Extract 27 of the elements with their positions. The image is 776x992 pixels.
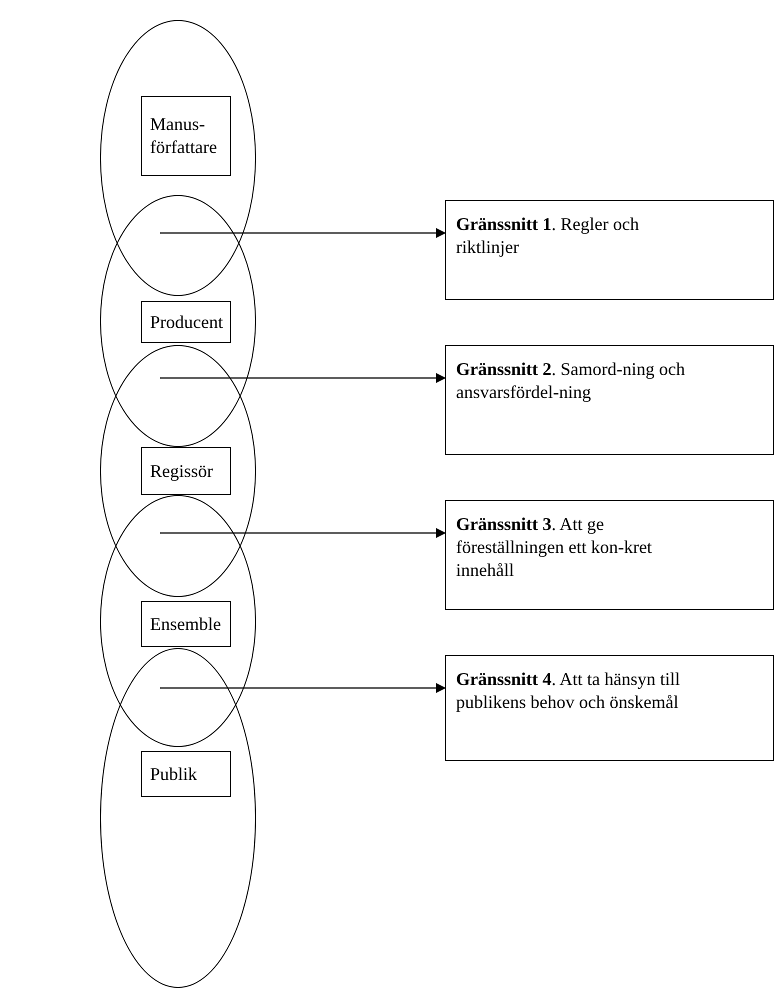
box-text: Ensemble	[150, 612, 221, 636]
interface-box	[445, 500, 774, 610]
interface-box	[445, 345, 774, 455]
ellipse	[100, 20, 256, 296]
ellipse	[100, 195, 256, 447]
box-text: Gränssnitt 1. Regler och riktlinjer	[456, 213, 640, 259]
arrow	[160, 528, 446, 538]
box-text: Publik	[150, 762, 198, 786]
role-box	[141, 601, 231, 647]
box-text: Gränssnitt 4. Att ta hänsyn till publikens behov och önskemål	[456, 668, 682, 714]
box-text: Manus-författare	[150, 113, 218, 159]
box-text: Gränssnitt 3. Att ge föreställningen ett kon-kret innehåll	[456, 513, 653, 582]
arrow	[160, 373, 446, 383]
role-box	[141, 96, 231, 176]
role-box	[141, 751, 231, 797]
interface-box	[445, 200, 774, 300]
ellipse	[100, 648, 256, 988]
role-box	[141, 447, 231, 495]
box-text: Gränssnitt 2. Samord-ning och ansvarsfördel-ning	[456, 358, 686, 404]
ellipse	[100, 495, 256, 747]
role-box	[141, 301, 231, 343]
arrow	[160, 228, 446, 238]
box-text: Producent	[150, 310, 223, 334]
box-text: Regissör	[150, 460, 213, 482]
arrow	[160, 683, 446, 693]
interface-box	[445, 655, 774, 761]
ellipse	[100, 345, 256, 597]
